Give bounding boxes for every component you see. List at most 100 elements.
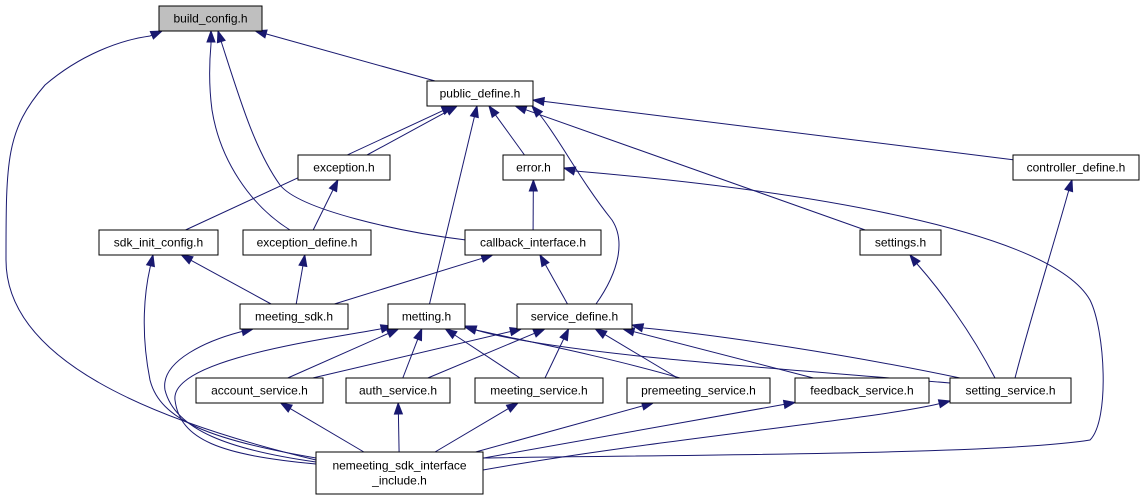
node-account-service[interactable]: account_service.h: [195, 377, 324, 404]
edge-exception-to-public-define: [366, 105, 459, 156]
arrowhead: [937, 399, 952, 409]
node-box: [464, 229, 602, 256]
edge-line: [312, 331, 511, 379]
node-box: [239, 303, 349, 330]
edge-line: [334, 257, 483, 305]
node-box: [626, 377, 771, 404]
node-exception-define[interactable]: exception_define.h: [242, 229, 372, 256]
edge-line: [543, 100, 1014, 161]
node-feedback-service[interactable]: feedback_service.h: [794, 377, 930, 404]
arrowhead: [1064, 178, 1074, 193]
node-box: [474, 377, 604, 404]
edge-line: [220, 41, 467, 241]
node-box: [859, 229, 942, 256]
edge-meeting-sdk-to-exception-define: [295, 253, 308, 305]
node-label: build_config.h: [173, 12, 247, 26]
edge-line: [475, 329, 951, 384]
node-label: premeeting_service.h: [641, 384, 756, 398]
node-box: [387, 303, 466, 330]
node-label: sdk_init_config.h: [114, 236, 203, 250]
node-auth-service[interactable]: auth_service.h: [345, 377, 451, 404]
edge-setting-service-to-metting: [463, 325, 951, 384]
node-exception[interactable]: exception.h: [297, 154, 391, 181]
edge-line: [604, 334, 678, 379]
edge-line: [642, 327, 961, 379]
node-label: meeting_sdk.h: [255, 310, 333, 324]
edge-public-define-to-build-config: [253, 29, 436, 82]
edge-line: [916, 263, 996, 379]
edge-auth-service-to-metting: [402, 327, 423, 379]
edge-line: [287, 333, 389, 379]
edge-meeting-sdk-to-callback-interface: [334, 253, 494, 305]
node-label: public_define.h: [440, 87, 521, 101]
arrowhead: [594, 328, 608, 339]
node-public-define[interactable]: public_define.h: [426, 80, 534, 107]
arrowhead: [463, 325, 478, 335]
node-box: [502, 154, 565, 181]
node-box: [98, 229, 219, 256]
arrowhead: [909, 253, 921, 267]
arrowhead: [505, 402, 520, 413]
edge-line: [1014, 190, 1070, 379]
arrowhead: [539, 253, 550, 268]
arrowhead: [630, 323, 645, 333]
edge-line: [482, 403, 785, 459]
arrowhead: [328, 178, 339, 193]
edge-line: [429, 116, 475, 305]
edge-nemeeting-sdk-interface-include-to-account-service: [279, 402, 365, 453]
edge-nemeeting-sdk-interface-include-to-feedback-service: [482, 399, 797, 459]
node-error[interactable]: error.h: [502, 154, 565, 181]
node-label: setting_service.h: [965, 384, 1055, 398]
edge-line: [525, 109, 866, 231]
node-controller-define[interactable]: controller_define.h: [1012, 154, 1140, 181]
edge-line: [538, 113, 620, 305]
edge-callback-interface-to-build-config: [216, 29, 467, 241]
node-callback-interface[interactable]: callback_interface.h: [464, 229, 602, 256]
node-box: [242, 229, 372, 256]
edge-account-service-to-metting: [287, 328, 400, 379]
node-meeting-service[interactable]: meeting_service.h: [474, 377, 604, 404]
node-box: [345, 377, 451, 404]
edge-setting-service-to-controller-define: [1014, 178, 1074, 379]
arrowhead: [385, 328, 400, 338]
node-service-define[interactable]: service_define.h: [516, 303, 633, 330]
node-box: [426, 80, 534, 107]
edge-meeting-service-to-service-define: [544, 327, 570, 379]
edge-line: [397, 413, 400, 453]
arrowhead: [393, 401, 404, 415]
edge-line: [143, 265, 317, 459]
node-label: exception_define.h: [257, 236, 358, 250]
edges-layer: [5, 29, 1104, 471]
node-premeeting-service[interactable]: premeeting_service.h: [626, 377, 771, 404]
node-nemeeting-sdk-interface-include[interactable]: nemeeting_sdk_interface_include.h: [315, 451, 484, 495]
node-label: nemeeting_sdk_interface: [332, 459, 466, 473]
node-sdk-init-config[interactable]: sdk_init_config.h: [98, 229, 219, 256]
node-metting[interactable]: metting.h: [387, 303, 466, 330]
arrowhead: [279, 402, 293, 413]
node-box: [516, 303, 633, 330]
edge-metting-to-public-define: [429, 104, 479, 305]
arrowhead: [216, 29, 226, 44]
arrowhead: [149, 30, 164, 40]
node-build-config[interactable]: build_config.h: [158, 5, 263, 32]
node-meeting-sdk[interactable]: meeting_sdk.h: [239, 303, 349, 330]
edge-nemeeting-sdk-interface-include-to-setting-service: [482, 399, 952, 471]
edge-nemeeting-sdk-interface-include-to-meeting-service: [434, 402, 520, 453]
edge-exception-define-to-build-config: [206, 29, 291, 231]
arrowhead: [206, 29, 216, 43]
edge-line: [402, 339, 419, 379]
node-setting-service[interactable]: setting_service.h: [949, 377, 1072, 404]
node-box: [158, 5, 263, 32]
arrowhead: [532, 328, 547, 338]
node-settings[interactable]: settings.h: [859, 229, 942, 256]
nodes-layer: build_config.h public_define.h exception.h…: [98, 5, 1140, 495]
node-box: [1012, 154, 1140, 181]
edge-line: [209, 42, 291, 231]
edge-callback-interface-to-error: [528, 178, 539, 231]
edge-controller-define-to-public-define: [531, 96, 1014, 161]
arrowhead: [444, 328, 458, 340]
arrowhead: [413, 327, 423, 342]
node-label: error.h: [516, 161, 551, 175]
edge-line: [482, 403, 940, 471]
